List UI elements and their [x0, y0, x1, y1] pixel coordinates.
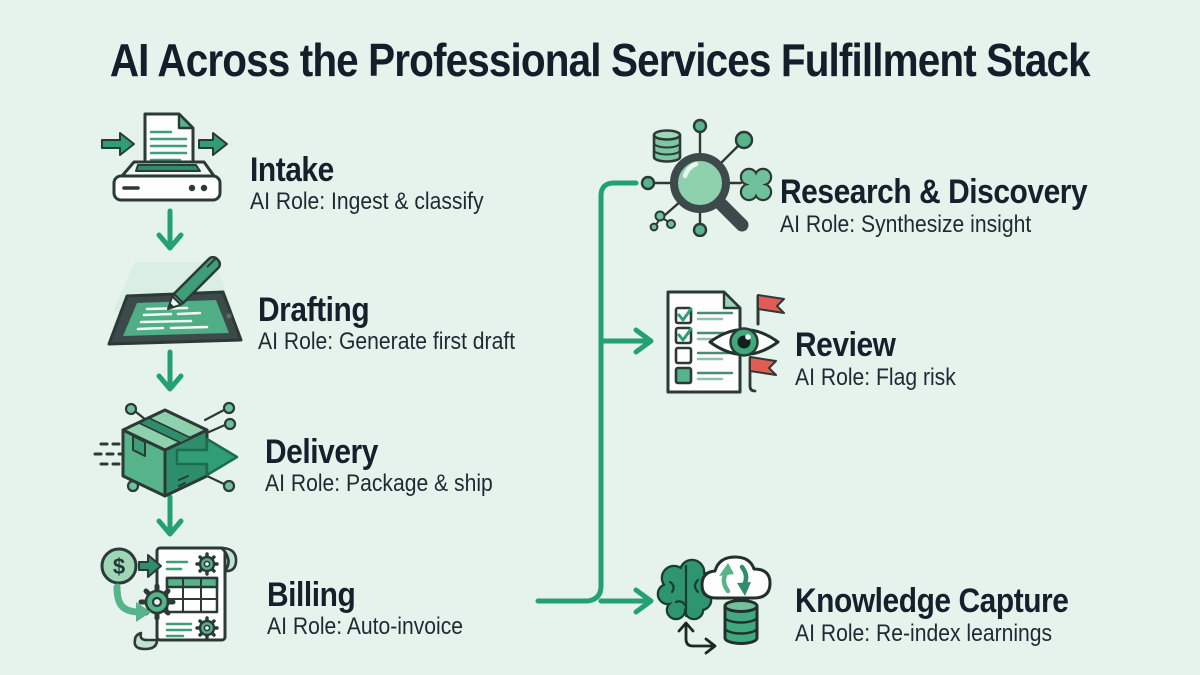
- checklist-eye-flag-icon: [652, 286, 792, 400]
- stage-billing-role: AI Role: Auto-invoice: [267, 613, 464, 640]
- stage-knowledge-title: Knowledge Capture: [795, 582, 1069, 621]
- brain-cloud-database-icon: [648, 542, 793, 662]
- document-scanner-icon: [100, 110, 235, 210]
- stage-review-title: Review: [795, 326, 896, 365]
- down-arrow-icon: [156, 208, 184, 256]
- arrowhead-review-icon: [633, 327, 654, 355]
- stage-intake-title: Intake: [250, 151, 334, 190]
- dollar-glyph: $: [113, 554, 125, 579]
- stage-delivery-title: Delivery: [265, 433, 378, 472]
- page-title: AI Across the Professional Services Fulf…: [110, 34, 1091, 86]
- invoice-gear-icon: $: [95, 536, 247, 658]
- stage-drafting-role: AI Role: Generate first draft: [258, 328, 516, 355]
- stage-delivery-role: AI Role: Package & ship: [265, 470, 493, 497]
- package-ship-icon: [93, 392, 243, 504]
- flow-spine: [535, 180, 639, 604]
- magnifier-network-icon: [637, 113, 785, 237]
- stage-billing-title: Billing: [267, 576, 356, 615]
- down-arrow-icon: [156, 349, 184, 397]
- stage-drafting-title: Drafting: [258, 291, 370, 330]
- stage-knowledge-role: AI Role: Re-index learnings: [795, 620, 1053, 647]
- tablet-pen-icon: [95, 248, 250, 358]
- stage-research-title: Research & Discovery: [780, 173, 1088, 212]
- down-arrow-icon: [156, 494, 184, 542]
- stage-review-role: AI Role: Flag risk: [795, 364, 956, 391]
- stage-intake-role: AI Role: Ingest & classify: [250, 188, 484, 215]
- stage-research-role: AI Role: Synthesize insight: [780, 211, 1032, 238]
